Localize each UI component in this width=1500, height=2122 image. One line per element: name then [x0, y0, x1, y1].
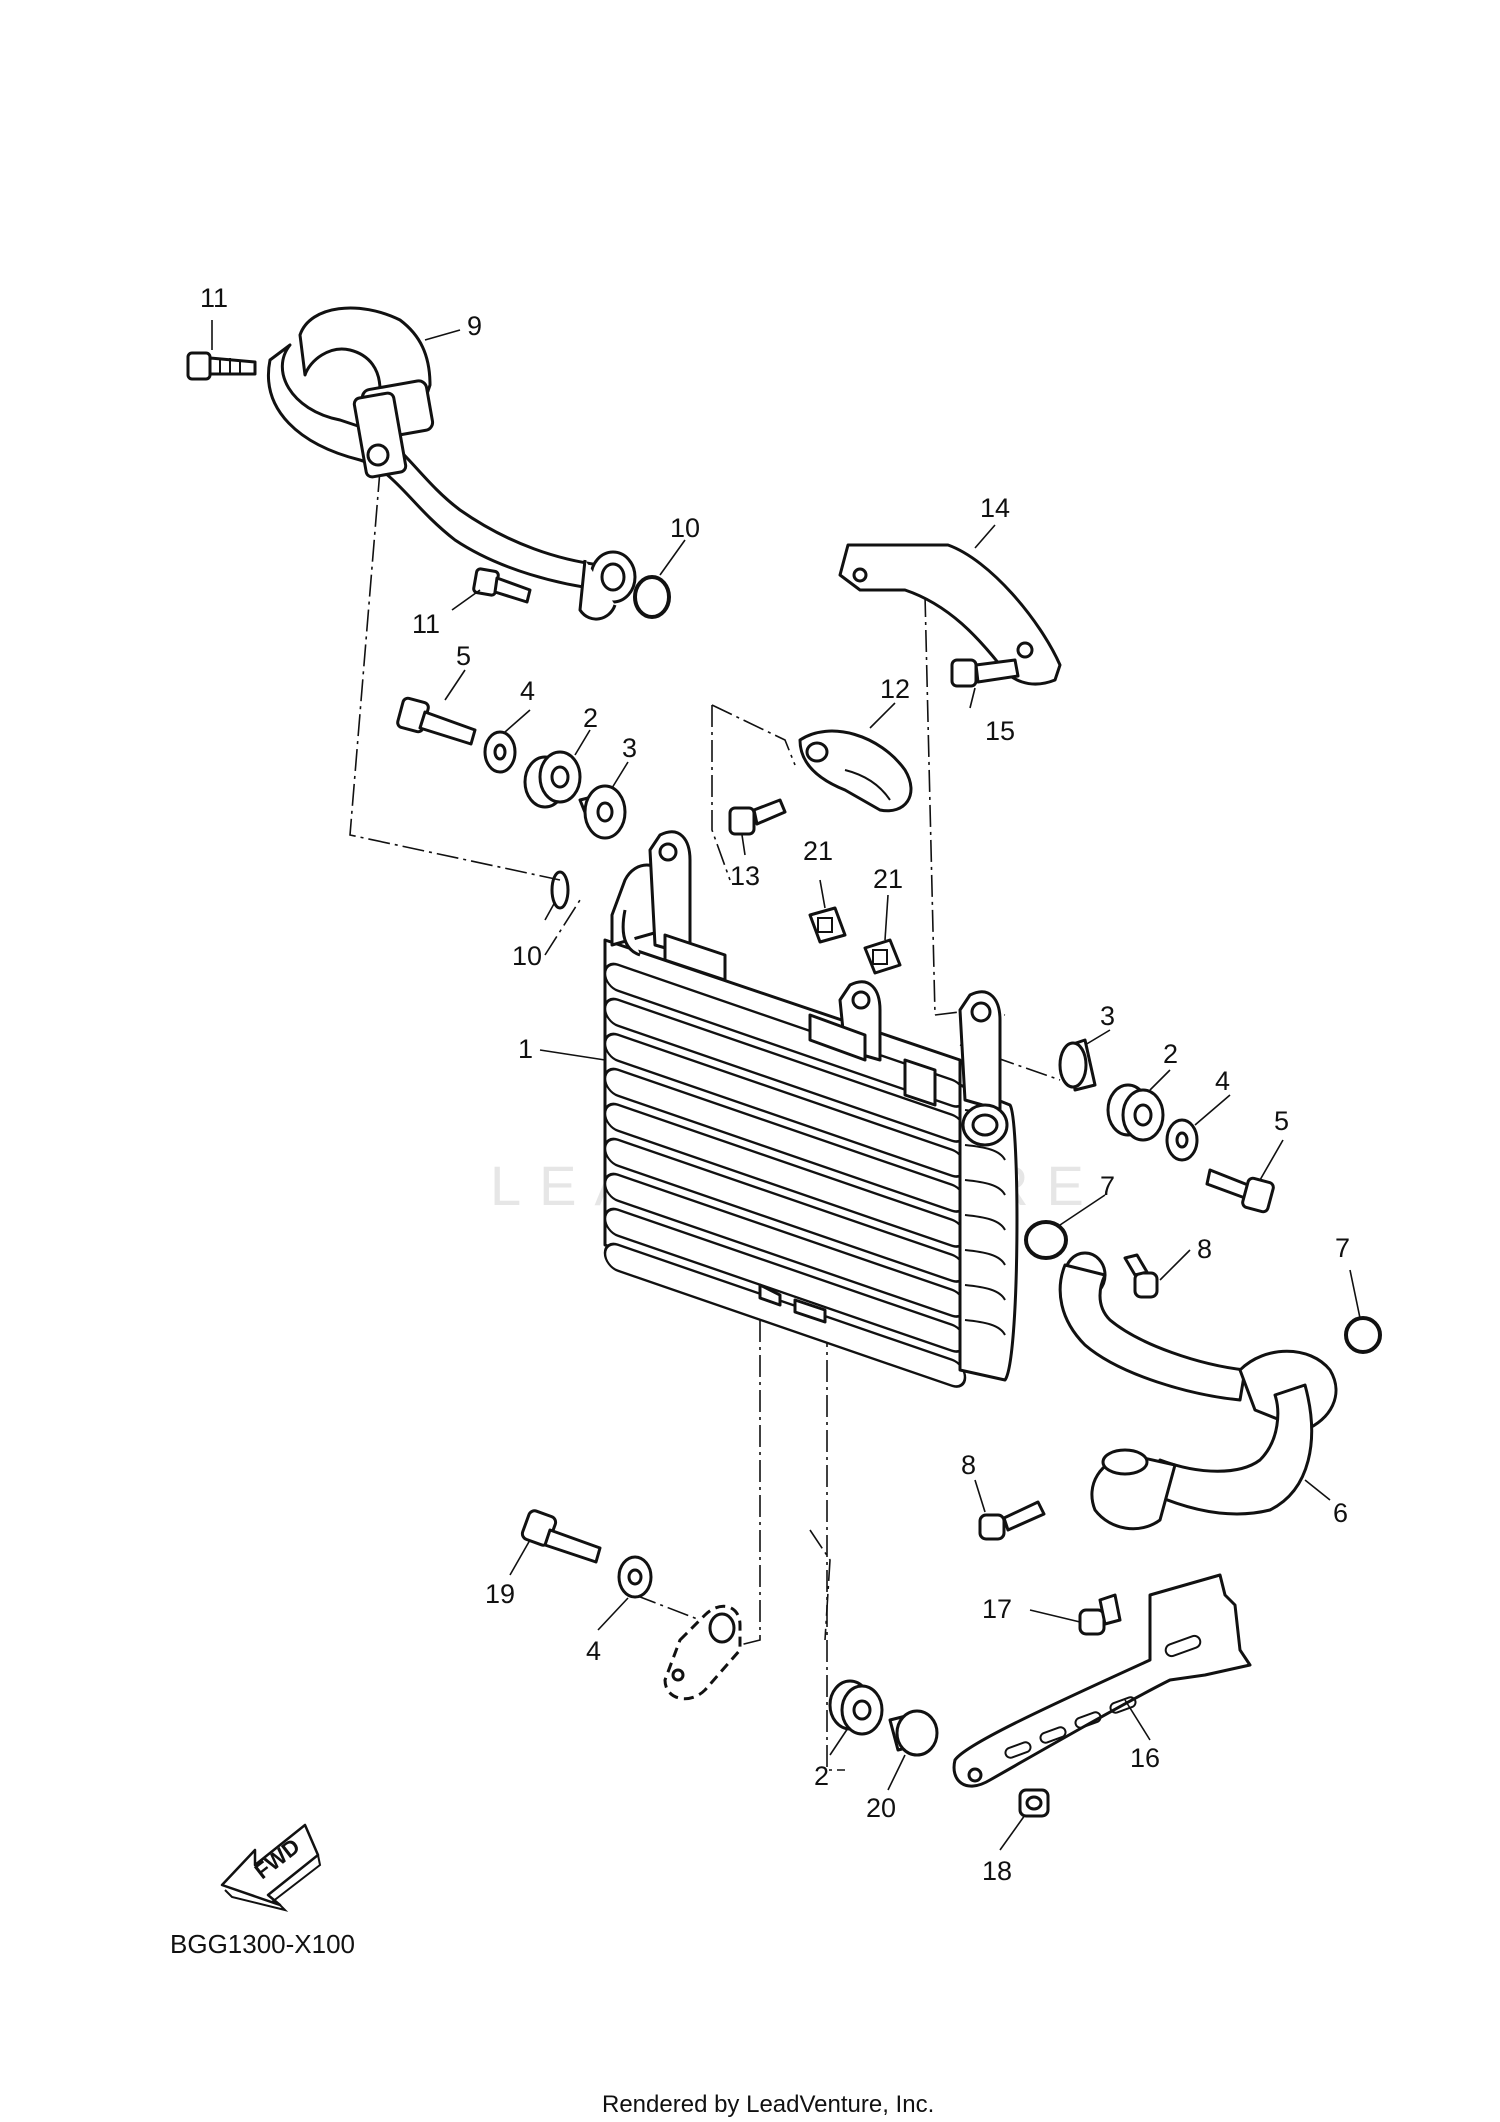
callout: 11 [412, 609, 440, 639]
callout: 4 [520, 676, 535, 706]
collar-20 [888, 1709, 939, 1757]
frame-mount-lower [663, 1604, 742, 1701]
callout: 19 [485, 1579, 515, 1609]
callout: 8 [961, 1450, 976, 1480]
callout: 1 [518, 1034, 533, 1064]
bolt-5-left [396, 696, 477, 746]
callout: 3 [622, 733, 637, 763]
callout-numbers: 11 9 10 11 14 5 4 2 3 12 15 13 21 21 10 … [200, 283, 1350, 1886]
bracket-14 [838, 543, 1062, 686]
callout: 18 [982, 1856, 1012, 1886]
o-ring-10-lower [550, 870, 570, 910]
bolt-17 [1078, 1593, 1122, 1636]
callout: 15 [985, 716, 1015, 746]
callout: 6 [1333, 1498, 1348, 1528]
oil-cooler [603, 830, 1019, 1388]
callout: 9 [467, 311, 482, 341]
bolt-19 [520, 1509, 602, 1564]
callout: 7 [1100, 1171, 1115, 1201]
callout: 8 [1197, 1234, 1212, 1264]
callout: 11 [200, 283, 228, 313]
callout: 4 [586, 1636, 601, 1666]
bolt-11-upper [186, 351, 257, 381]
callout: 21 [873, 864, 903, 894]
callout: 17 [982, 1594, 1012, 1624]
callout: 14 [980, 493, 1010, 523]
nut-18 [1018, 1788, 1050, 1818]
diagram-code: BGG1300-X100 [170, 1929, 355, 1959]
callout: 2 [814, 1761, 829, 1791]
reference-lines [349, 469, 1061, 1771]
o-ring-7-center [1024, 1220, 1068, 1260]
o-ring-10-upper [633, 575, 671, 619]
clip-21-a [808, 906, 847, 944]
bolt-8-lower [978, 1500, 1046, 1541]
bolt-15 [950, 658, 1020, 688]
bolt-5-right [1205, 1168, 1275, 1214]
callout: 7 [1335, 1233, 1350, 1263]
callout: 10 [512, 941, 542, 971]
callout: 2 [583, 703, 598, 733]
callout: 21 [803, 836, 833, 866]
clamp-12 [798, 729, 913, 813]
forward-direction-arrow: FWD [220, 1823, 322, 1912]
collar-3-right [1058, 1038, 1097, 1092]
leader-lines [211, 320, 1361, 1851]
bolt-13 [728, 798, 787, 836]
callout: 13 [730, 861, 760, 891]
oil-hose-lower [1058, 1251, 1338, 1531]
bolt-8-upper [1123, 1253, 1159, 1299]
stay-16 [952, 1573, 1252, 1788]
bolt-11-mid [472, 567, 532, 604]
o-ring-7-right [1344, 1316, 1382, 1354]
cooler-fins [603, 962, 967, 1388]
collar-3-left [578, 784, 627, 840]
callout: 3 [1100, 1001, 1115, 1031]
callout: 5 [1274, 1106, 1289, 1136]
callout: 16 [1130, 1743, 1160, 1773]
grommet-2-lower [828, 1679, 884, 1736]
callout: 12 [880, 674, 910, 704]
callout: 20 [866, 1793, 896, 1823]
render-credit: Rendered by LeadVenture, Inc. [602, 2091, 934, 2118]
oil-hose-upper [267, 306, 637, 621]
callout: 10 [670, 513, 700, 543]
grommet-2-left [523, 750, 582, 809]
grommet-2-right [1106, 1083, 1165, 1142]
callout: 4 [1215, 1066, 1230, 1096]
callout: 2 [1163, 1039, 1178, 1069]
callout: 5 [456, 641, 471, 671]
clip-21-b [863, 938, 902, 975]
